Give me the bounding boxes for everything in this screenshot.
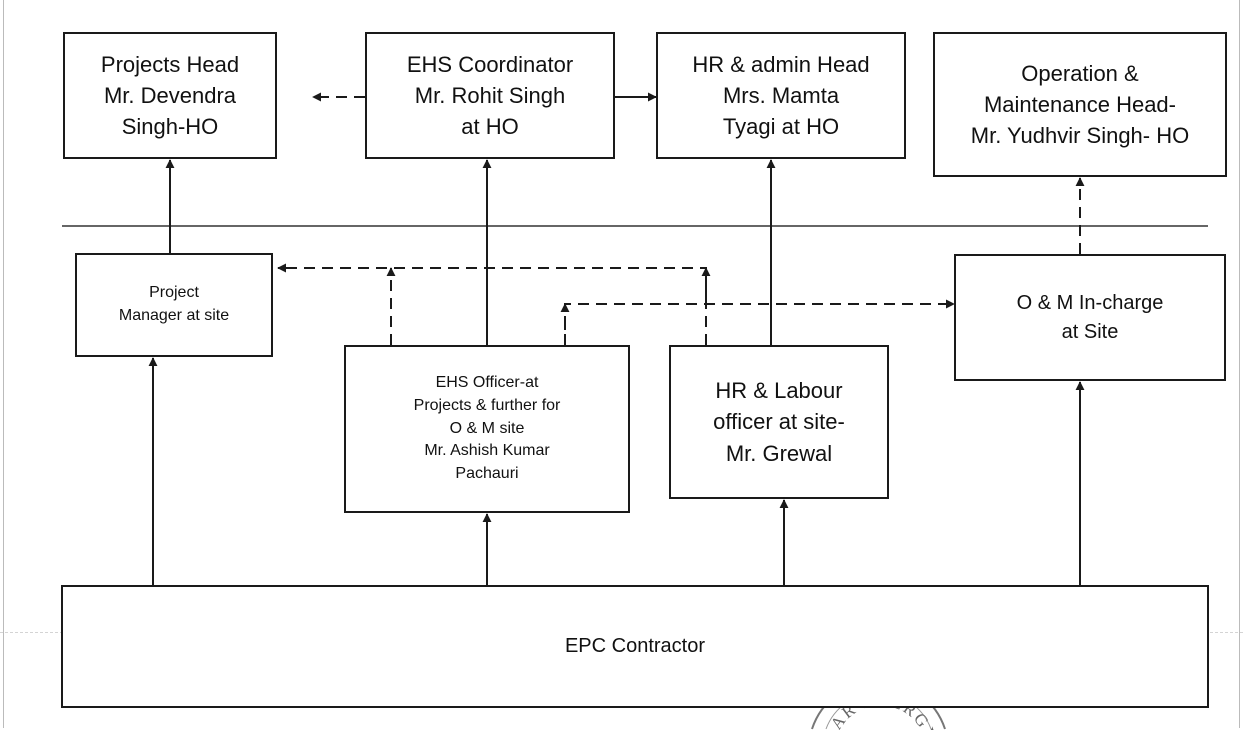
dashed-ehs-officer-to-om-incharge [564, 299, 955, 345]
om-head-label: Operation & Maintenance Head- Mr. Yudhvi… [970, 60, 1190, 149]
node-epc-contractor: EPC Contractor [61, 585, 1209, 708]
node-project-manager: Project Manager at site [75, 253, 273, 357]
dashed-hr-labour-to-pm [277, 263, 707, 345]
node-om-incharge: O & M In-charge at Site [954, 254, 1226, 381]
node-projects-head: Projects Head Mr. Devendra Singh-HO [63, 32, 277, 159]
node-ehs-officer: EHS Officer-at Projects & further for O … [344, 345, 630, 513]
node-hr-labour-officer: HR & Labour officer at site- Mr. Grewal [669, 345, 889, 499]
node-ehs-coordinator: EHS Coordinator Mr. Rohit Singh at HO [365, 32, 615, 159]
ehs-coordinator-label: EHS Coordinator Mr. Rohit Singh at HO [406, 51, 574, 140]
ehs-officer-label: EHS Officer-at Projects & further for O … [413, 374, 561, 483]
node-om-head: Operation & Maintenance Head- Mr. Yudhvi… [933, 32, 1227, 177]
epc-contractor-label: EPC Contractor [564, 635, 706, 658]
hr-admin-head-label: HR & admin Head Mrs. Mamta Tyagi at HO [692, 51, 870, 140]
page-border [3, 0, 1240, 728]
hr-labour-officer-label: HR & Labour officer at site- Mr. Grewal [713, 378, 845, 466]
projects-head-label: Projects Head Mr. Devendra Singh-HO [100, 51, 240, 140]
node-hr-admin-head: HR & admin Head Mrs. Mamta Tyagi at HO [656, 32, 906, 159]
project-manager-label: Project Manager at site [118, 284, 230, 324]
om-incharge-label: O & M In-charge at Site [1016, 292, 1164, 343]
